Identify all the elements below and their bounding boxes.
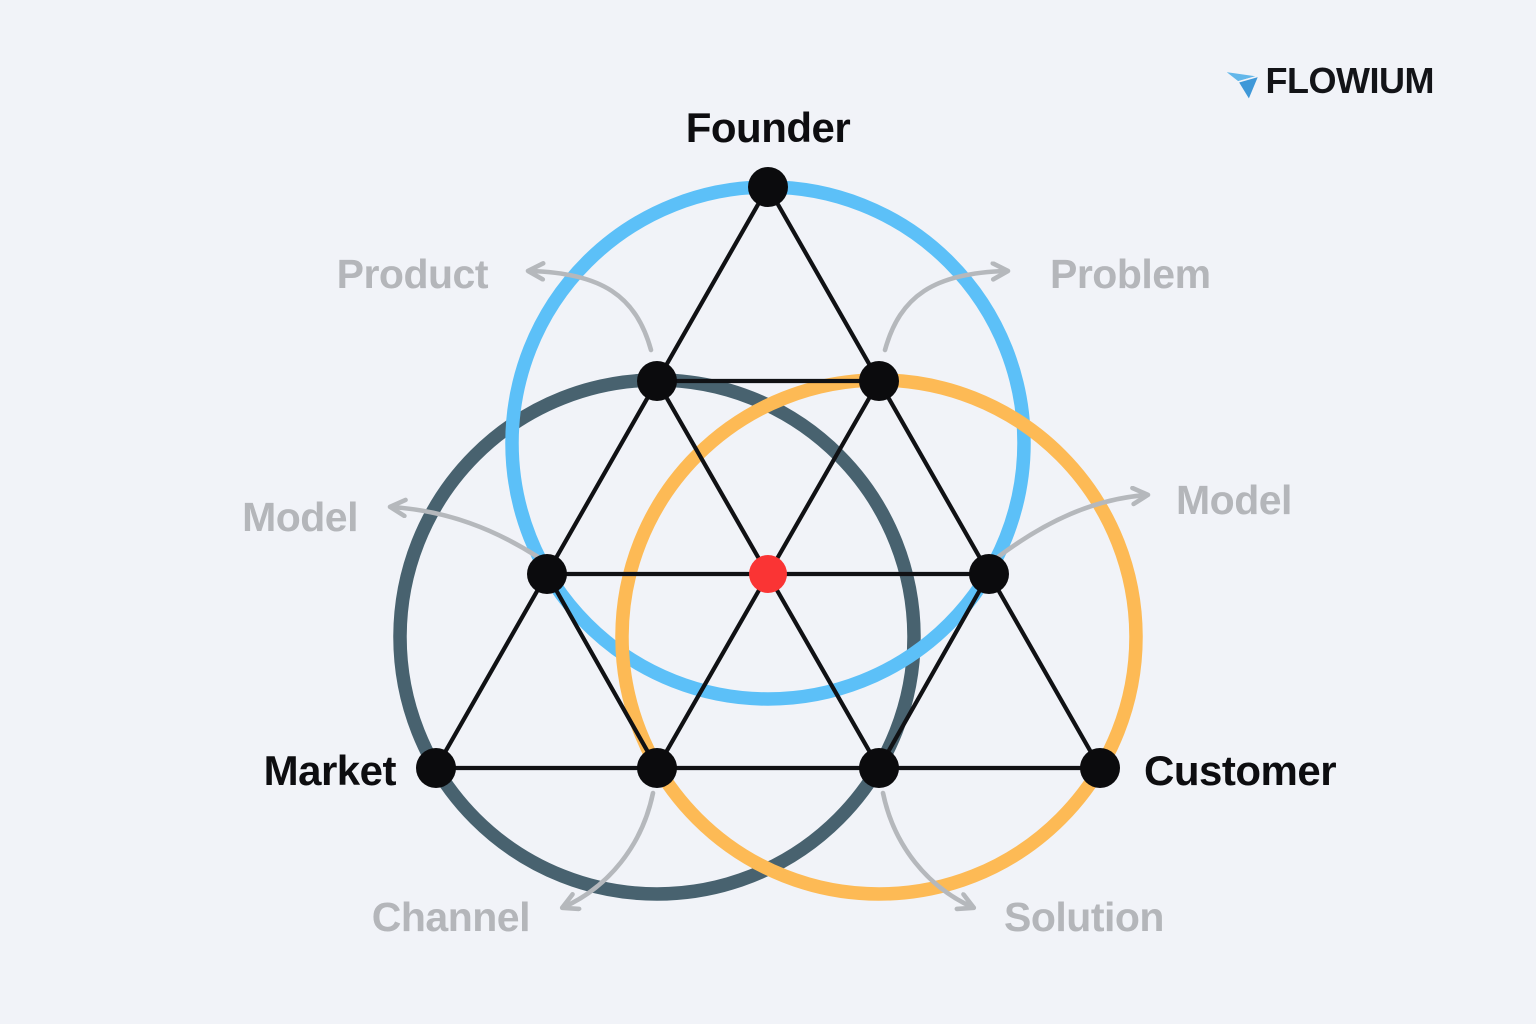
model-right-arrow [995, 495, 1146, 560]
node-solution [859, 748, 899, 788]
node-founder [748, 167, 788, 207]
customer-label: Customer [1144, 747, 1336, 794]
problem-arrow [882, 271, 1006, 353]
model-left-arrow [392, 507, 541, 560]
node-model-left [527, 554, 567, 594]
solution-arrow [880, 790, 972, 907]
channel-label: Channel [372, 894, 530, 940]
problem-label: Problem [1050, 251, 1211, 297]
node-channel [637, 748, 677, 788]
node-model-right [969, 554, 1009, 594]
model-right-label: Model [1176, 477, 1292, 523]
channel-arrow [564, 790, 656, 907]
founder-circle [505, 180, 1031, 706]
inner-line-model-channel [544, 571, 660, 771]
product-arrow [530, 271, 654, 353]
node-problem [859, 361, 899, 401]
founder-label: Founder [686, 104, 851, 151]
node-market [416, 748, 456, 788]
flowium-logo-icon [1222, 70, 1260, 101]
node-center [749, 555, 787, 593]
solution-label: Solution [1004, 894, 1164, 940]
flowium-logo: FLOWIUM [1222, 60, 1435, 102]
product-label: Product [337, 251, 489, 297]
inner-line-model-solution [876, 571, 992, 771]
model-left-label: Model [242, 494, 358, 540]
flowium-logo-text: FLOWIUM [1265, 60, 1435, 101]
market-label: Market [264, 747, 397, 794]
node-customer [1080, 748, 1120, 788]
node-product [637, 361, 677, 401]
edge-founder-market [433, 184, 771, 771]
edge-founder-customer [765, 184, 1103, 771]
